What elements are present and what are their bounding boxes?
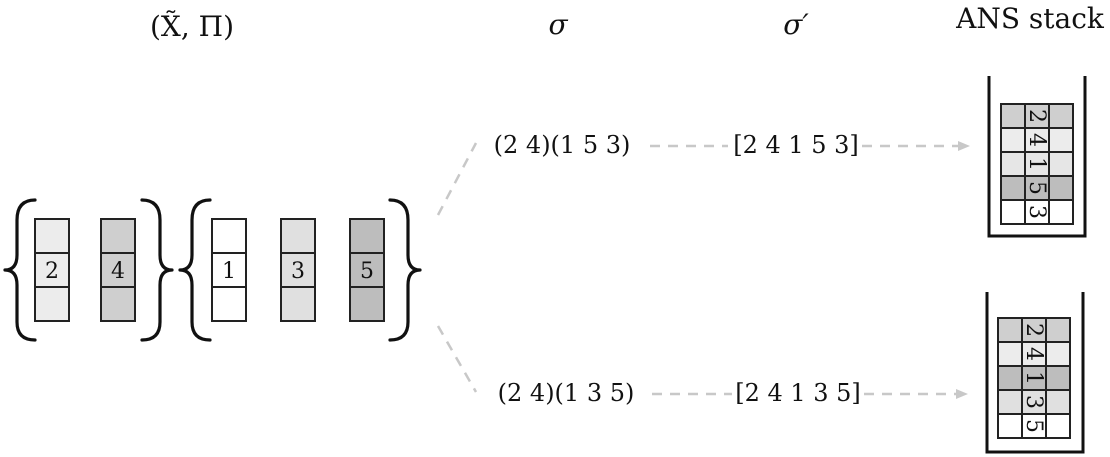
element-cell [280, 252, 316, 288]
sigma-prime-bottom: [2 4 1 3 5] [735, 379, 861, 407]
stack-row: 2 [1000, 103, 1074, 129]
stack-row: 4 [1000, 127, 1074, 153]
ans-stack-top: 2 4 1 5 3 [987, 76, 1087, 238]
element-column: 5 [349, 218, 385, 322]
stack-cell-mid [1024, 127, 1050, 153]
stack-row: 4 [997, 341, 1071, 367]
path-top: (2 4)(1 5 3) [2 4 1 5 3] [494, 131, 970, 159]
stack-row: 1 [997, 365, 1071, 391]
element-cell [349, 286, 385, 322]
stack-container-bottom [985, 292, 1085, 454]
left-brace-b [178, 198, 212, 342]
element-cell [280, 218, 316, 254]
stack-container-top [987, 76, 1087, 238]
sigma-cycle-bottom: (2 4)(1 3 5) [498, 379, 635, 407]
right-brace-b [388, 198, 422, 342]
stack-cell-left [997, 341, 1023, 367]
stack-row: 3 [1000, 199, 1074, 225]
element-cell [211, 286, 247, 322]
path-bottom: (2 4)(1 3 5) [2 4 1 3 5] [498, 379, 968, 407]
element-cell [100, 218, 136, 254]
stack-digit: 5 [1021, 419, 1046, 433]
stack-cell-right [1048, 175, 1074, 201]
stack-digit: 2 [1021, 323, 1046, 337]
element-cell [280, 286, 316, 322]
element-label: 2 [45, 259, 59, 284]
header-sigma-prime: σ′ [783, 8, 809, 41]
stack-cell-mid [1024, 199, 1050, 225]
sigma-prime-top: [2 4 1 5 3] [733, 131, 859, 159]
stack-cell-right [1048, 199, 1074, 225]
element-cell [100, 286, 136, 322]
stack-cell-left [997, 389, 1023, 415]
multiset-group-b: 1 3 5 [178, 198, 422, 342]
stack-row: 5 [997, 413, 1071, 439]
stack-row: 3 [997, 389, 1071, 415]
element-column: 4 [100, 218, 136, 322]
element-label: 1 [222, 259, 236, 284]
element-label: 3 [291, 259, 305, 284]
header-set: (X̃, Π) [150, 10, 234, 43]
stack-cell-right [1048, 127, 1074, 153]
stack-cell-right [1045, 389, 1071, 415]
stack-cell-left [1000, 103, 1026, 129]
branch-down-arrow [436, 325, 478, 393]
stack-cell-left [1000, 175, 1026, 201]
stack-cell-mid [1024, 103, 1050, 129]
stack-cell-right [1048, 103, 1074, 129]
stack-digit: 3 [1024, 205, 1049, 219]
stack-digit: 1 [1021, 371, 1046, 385]
element-cell [34, 218, 70, 254]
header-ans-stack: ANS stack [955, 2, 1105, 35]
stack-cell-right [1045, 365, 1071, 391]
element-label: 4 [111, 259, 125, 284]
left-brace-a [3, 198, 37, 342]
stack-cell-right [1048, 151, 1074, 177]
stack-digit: 3 [1021, 395, 1046, 409]
stack-cell-right [1045, 341, 1071, 367]
stack-row: 2 [997, 317, 1071, 343]
element-cell [349, 218, 385, 254]
header-sigma: σ [548, 8, 568, 41]
stack-digit: 5 [1024, 181, 1049, 195]
element-cell [211, 218, 247, 254]
element-column: 2 [34, 218, 70, 322]
branch-up-arrow [436, 142, 478, 216]
stack-cell-left [997, 365, 1023, 391]
stack-row: 1 [1000, 151, 1074, 177]
stack-cell-left [1000, 199, 1026, 225]
sigma-cycle-top: (2 4)(1 5 3) [494, 131, 631, 159]
stack-cell-mid [1024, 175, 1050, 201]
right-brace-a [140, 198, 174, 342]
element-column: 3 [280, 218, 316, 322]
stack-cell-right [1045, 413, 1071, 439]
stack-cell-left [1000, 151, 1026, 177]
stack-digit: 4 [1021, 347, 1046, 361]
stack-cell-right [1045, 317, 1071, 343]
stack-row: 5 [1000, 175, 1074, 201]
stack-digit: 2 [1024, 109, 1049, 123]
stack-digit: 1 [1024, 157, 1049, 171]
ans-stack-bottom: 2 4 1 3 5 [985, 292, 1085, 454]
element-cell [34, 286, 70, 322]
stack-digit: 4 [1024, 133, 1049, 147]
stack-cell-left [997, 413, 1023, 439]
element-label: 5 [360, 259, 374, 284]
element-column: 1 [211, 218, 247, 322]
stack-cell-left [997, 317, 1023, 343]
stack-cell-left [1000, 127, 1026, 153]
